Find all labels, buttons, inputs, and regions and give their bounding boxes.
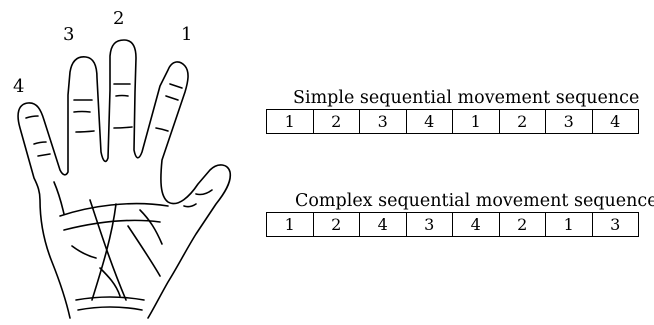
simple-sequence-cell: 1 — [452, 109, 500, 134]
finger-label-1: 1 — [181, 24, 193, 45]
complex-sequence-cell: 3 — [405, 212, 453, 237]
simple-sequence-cell: 1 — [266, 109, 314, 134]
finger-label-2: 2 — [113, 8, 125, 29]
simple-sequence-cell: 3 — [545, 109, 593, 134]
complex-sequence-cell: 3 — [591, 212, 639, 237]
simple-sequence-cell: 2 — [312, 109, 360, 134]
complex-sequence-cell: 2 — [498, 212, 546, 237]
complex-sequence-cell: 4 — [452, 212, 500, 237]
complex-sequence-cell: 1 — [266, 212, 314, 237]
complex-sequence-title: Complex sequential movement sequence — [295, 191, 654, 211]
simple-sequence-title: Simple sequential movement sequence — [293, 88, 640, 108]
complex-sequence-cell: 2 — [312, 212, 360, 237]
simple-sequence-cell: 2 — [498, 109, 546, 134]
simple-sequence-row: 1 2 3 4 1 2 3 4 — [266, 109, 639, 134]
finger-label-3: 3 — [63, 24, 75, 45]
finger-label-4: 4 — [13, 76, 25, 97]
simple-sequence-cell: 4 — [405, 109, 453, 134]
simple-sequence-table: 1 2 3 4 1 2 3 4 — [266, 109, 639, 134]
complex-sequence-table: 1 2 4 3 4 2 1 3 — [266, 212, 639, 237]
hand-outline — [17, 39, 232, 319]
complex-sequence-cell: 4 — [359, 212, 407, 237]
complex-sequence-cell: 1 — [545, 212, 593, 237]
complex-sequence-row: 1 2 4 3 4 2 1 3 — [266, 212, 639, 237]
simple-sequence-cell: 4 — [591, 109, 639, 134]
hand-illustration — [17, 39, 232, 319]
simple-sequence-cell: 3 — [359, 109, 407, 134]
